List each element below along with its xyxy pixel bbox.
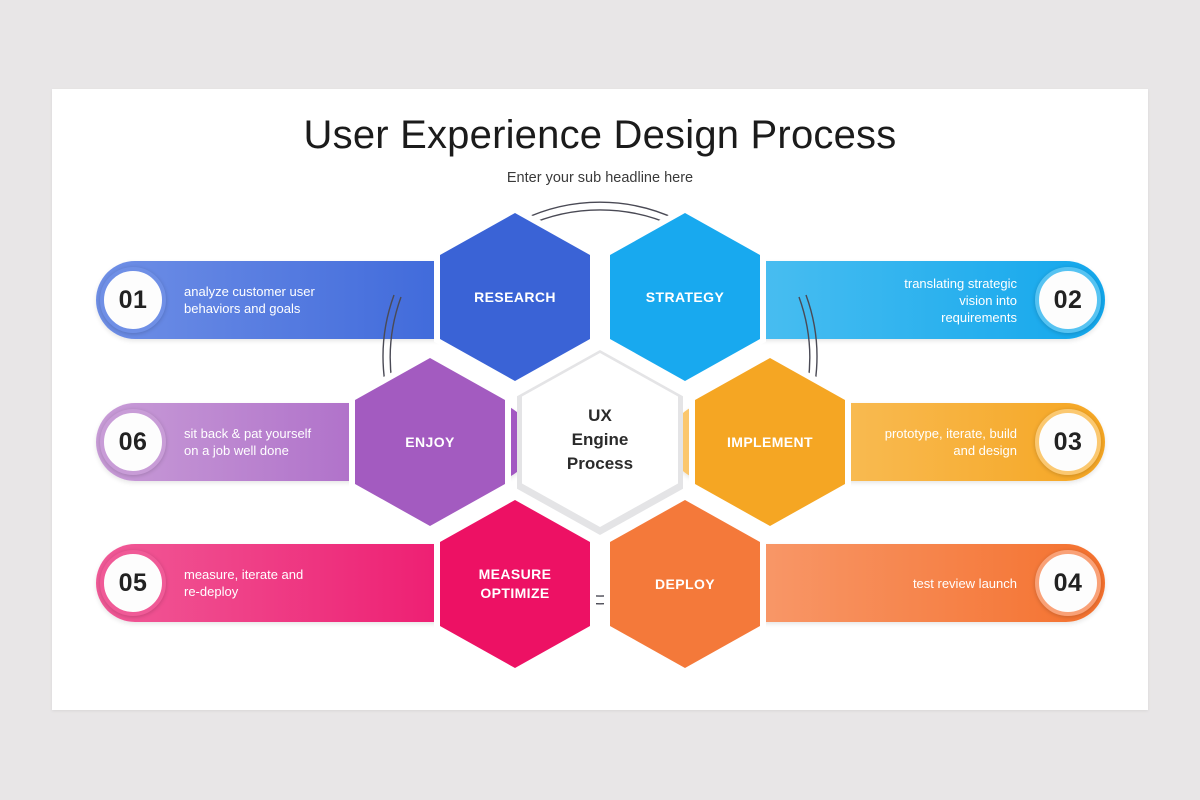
step-number-label: 05 [118,568,148,597]
hexagon-label: STRATEGY [645,288,725,305]
hexagon-label: MEASURE OPTIMIZE [479,565,552,603]
step-description-line: test review launch [912,575,1017,591]
step-number-label: 03 [1053,427,1083,456]
center-label-line: Process [566,454,634,473]
hexagon-label-line: OPTIMIZE [480,585,550,601]
step-number-badge-01[interactable]: 01 [100,267,166,333]
step-description-line: requirements [941,309,1017,325]
step-description-line: behaviors and goals [184,301,301,316]
step-number-label: 01 [118,285,148,314]
step-description-01: analyze customer user behaviors and goal… [184,261,421,339]
hexagon-label: IMPLEMENT [726,433,814,450]
step-number-badge-06[interactable]: 06 [100,409,166,475]
hexagon-strategy[interactable]: STRATEGY [610,213,760,381]
hexagon-label: ENJOY [405,433,455,450]
step-row-01[interactable]: analyze customer user behaviors and goal… [96,261,531,339]
hexagon-research[interactable]: RESEARCH [440,213,590,381]
center-label-line: UX [588,406,612,425]
step-number-badge-05[interactable]: 05 [100,550,166,616]
step-description-03: prototype, iterate, build and design [780,403,1017,481]
step-number-label: 02 [1053,285,1083,314]
hexagon-implement[interactable]: IMPLEMENT [695,358,845,526]
step-description-04: test review launch [780,544,1017,622]
hexagon-deploy[interactable]: DEPLOY [610,500,760,668]
center-label-line: Engine [571,430,629,449]
step-description-05: measure, iterate and re-deploy [184,544,421,622]
hexagon-enjoy[interactable]: ENJOY [355,358,505,526]
step-description-line: and design [953,443,1017,458]
step-description-line: measure, iterate and [184,567,304,582]
page-subtitle: Enter your sub headline here [506,170,694,186]
page-title: User Experience Design Process [303,113,897,157]
hexagon-label-line: MEASURE [478,566,552,582]
step-number-badge-03[interactable]: 03 [1035,409,1101,475]
hexagon-label: RESEARCH [474,288,556,305]
step-number-label: 04 [1053,568,1083,597]
step-number-badge-04[interactable]: 04 [1035,550,1101,616]
hexagon-center-ux-engine-process[interactable]: UX Engine Process [522,353,678,527]
step-description-line: re-deploy [184,584,239,599]
step-description-02: translating strategic vision into requir… [780,261,1017,339]
step-number-label: 06 [118,427,148,456]
step-number-badge-02[interactable]: 02 [1035,267,1101,333]
step-description-line: vision into [959,292,1017,308]
step-description-line: on a job well done [184,443,289,458]
hexagon-measure-optimize[interactable]: MEASURE OPTIMIZE [440,500,590,668]
slide-card: User Experience Design Process Enter you… [52,89,1148,710]
center-label: UX Engine Process [567,404,633,476]
step-description-line: sit back & pat yourself [184,426,312,441]
hexagon-label: DEPLOY [655,575,715,592]
step-description-line: analyze customer user [184,284,315,299]
step-description-line: prototype, iterate, build [884,426,1017,441]
hexagon-cluster: RESEARCH STRATEGY ENJOY IMPLEMENT MEASUR… [52,89,1148,710]
step-description-06: sit back & pat yourself on a job well do… [184,403,421,481]
step-description-line: translating strategic [904,275,1017,291]
